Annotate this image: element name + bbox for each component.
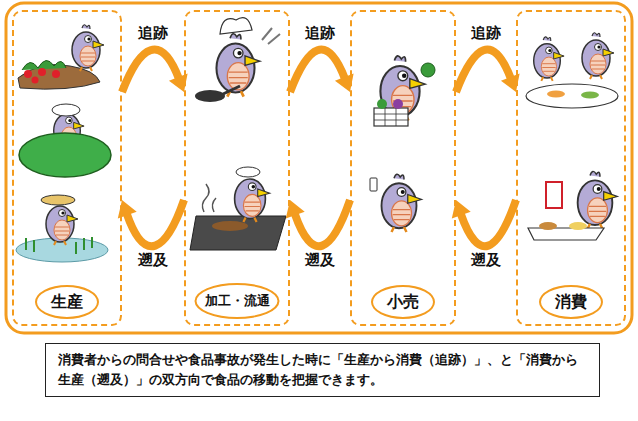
arrow-label: 遡及	[469, 251, 503, 270]
straw-hat	[41, 195, 75, 205]
backtrack-arrow	[452, 200, 516, 246]
stage-label: 小売	[371, 285, 435, 319]
dish	[569, 222, 587, 230]
farmer-bird	[46, 199, 78, 245]
stage-column: 消費	[516, 10, 626, 326]
arrow-line	[290, 50, 345, 92]
arrow-label: 追跡	[136, 24, 170, 43]
stage-label: 消費	[539, 285, 603, 319]
shopping-basket	[374, 99, 408, 126]
headscarf	[52, 104, 80, 116]
arrow-label: 追跡	[303, 24, 337, 43]
arrow-label: 追跡	[469, 24, 503, 43]
hot-plate	[190, 216, 286, 250]
arrow-label: 遡及	[136, 251, 170, 270]
phone	[370, 178, 377, 191]
milk-carton	[546, 182, 562, 208]
backtrack-arrow	[286, 200, 350, 246]
farmer-bird	[72, 25, 104, 71]
food	[212, 221, 248, 231]
outer-frame	[6, 3, 632, 333]
arrow-line	[295, 200, 350, 246]
plate	[547, 91, 565, 98]
diner-bird	[582, 33, 614, 79]
cap	[236, 167, 260, 177]
note-text: 消費者からの問合せや食品事故が発生した時に「生産から消費（追跡）」、と「消費から…	[58, 350, 587, 390]
chef-bird	[216, 34, 260, 97]
stage-label: 生産	[35, 285, 99, 319]
backtrack-arrow	[118, 200, 184, 246]
tea-bush	[19, 133, 111, 177]
note-box: 消費者からの問合せや食品事故が発生した時に「生産から消費（追跡）」、と「消費から…	[45, 343, 600, 397]
chef-hat	[220, 18, 252, 34]
arrow-line	[461, 200, 516, 246]
arrow-line	[127, 200, 184, 246]
stage-column: 加工・流通	[184, 10, 290, 326]
table	[526, 84, 618, 108]
frying-pan	[195, 86, 240, 102]
worker-bird	[235, 171, 270, 222]
spatula	[262, 28, 280, 44]
diner-bird	[534, 37, 564, 81]
stage-column: 小売	[350, 10, 456, 326]
plate	[581, 92, 599, 99]
vegetable	[421, 63, 435, 77]
arrow-line	[456, 50, 511, 92]
bread	[539, 222, 557, 230]
eating-bird	[578, 171, 618, 228]
steam	[202, 184, 216, 212]
stage-column: 生産	[12, 10, 122, 326]
arrow-line	[122, 50, 179, 92]
tray	[528, 228, 604, 240]
trace-arrow	[456, 50, 520, 92]
trace-arrow	[122, 50, 188, 92]
trace-arrow	[290, 50, 354, 92]
stage-label: 加工・流通	[195, 283, 280, 319]
arrow-label: 遡及	[303, 251, 337, 270]
walking-bird	[382, 174, 422, 232]
